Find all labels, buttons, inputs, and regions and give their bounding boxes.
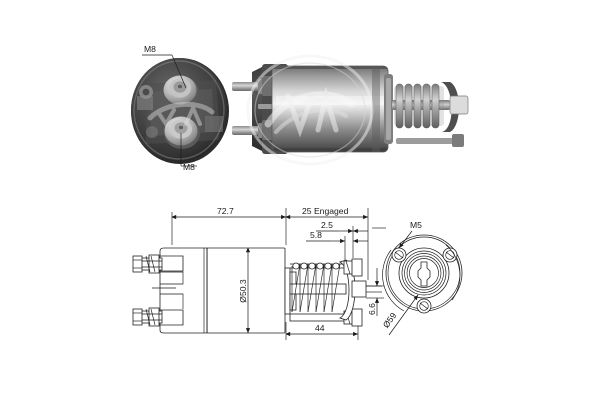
- terminal-stud-upper: [163, 75, 199, 108]
- terminal-stud-lower-drawing: [132, 307, 163, 327]
- era-watermark: [246, 54, 374, 166]
- dimension-stroke-engaged-label: 25 Engaged: [302, 206, 349, 216]
- mounting-hole-upper-right: [442, 247, 458, 263]
- callout-m8-lower: M8: [180, 133, 197, 172]
- callout-m8-upper: M8: [142, 44, 187, 89]
- dimension-body-diameter-label: Ø50.3: [238, 279, 248, 303]
- side-view-photo: [147, 54, 469, 166]
- dimension-stroke-engaged: 25 Engaged: [285, 206, 369, 280]
- dimension-length-body-label: 72.7: [217, 206, 234, 216]
- return-spring: [394, 83, 444, 129]
- dimension-fork-height: 6.6: [367, 268, 384, 316]
- dimension-thread-size-label: M5: [410, 220, 422, 230]
- dimension-offset-medium: 5.8: [306, 230, 368, 260]
- mounting-hole-bottom: [416, 298, 432, 314]
- terminal-stud-lower: [164, 116, 200, 149]
- dimension-fork-height-label: 6.6: [367, 303, 377, 315]
- actuating-fork: [338, 258, 382, 321]
- dimension-plunger-length: 44: [285, 322, 359, 340]
- dimension-offset-small: 2.5: [316, 220, 368, 258]
- dimension-bolt-circle-label: Ø59: [381, 311, 399, 330]
- dimension-offset-small-label: 2.5: [321, 220, 333, 230]
- dimension-body-diameter: Ø50.3: [238, 247, 251, 333]
- era-watermark-front: [147, 101, 215, 128]
- return-spring-drawing: [290, 262, 344, 313]
- mounting-hole-upper-left: [391, 247, 407, 263]
- terminal-stud-upper-drawing: [132, 254, 163, 274]
- dimension-length-body: 72.7: [171, 206, 287, 245]
- front-end-view-photo: [131, 58, 229, 164]
- dimension-offset-medium-label: 5.8: [310, 230, 322, 240]
- callout-m8-lower-label: M8: [183, 162, 195, 172]
- callout-m8-upper-label: M8: [144, 44, 156, 54]
- dimension-plunger-length-label: 44: [315, 323, 325, 333]
- solenoid-section-view: 72.7 25 Engaged 2.5: [132, 206, 384, 340]
- dimension-thread-size: M5: [398, 220, 422, 249]
- mounting-flange-end-view: M5 Ø59: [366, 220, 463, 336]
